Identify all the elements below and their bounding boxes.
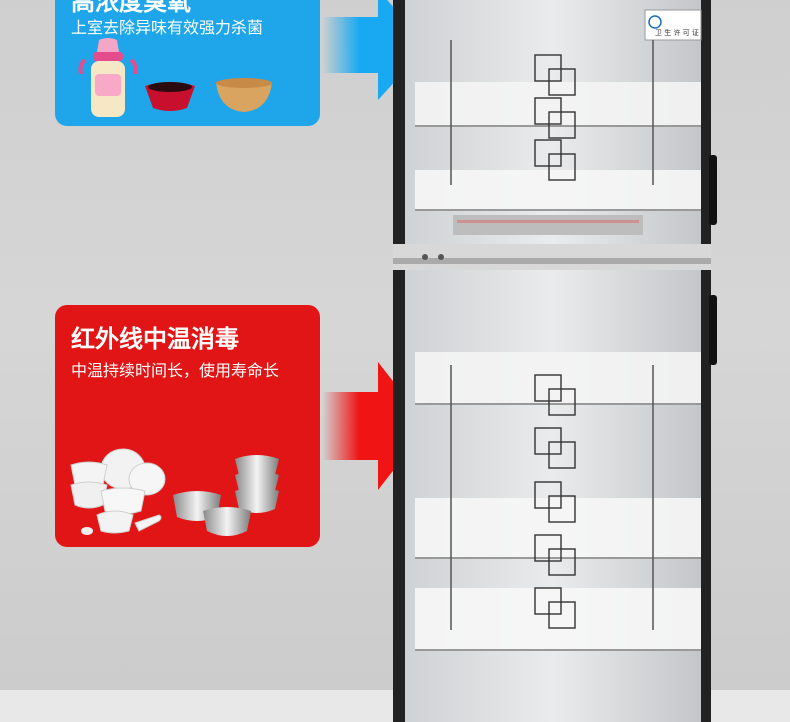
ozone-subtitle: 上室去除异味有效强力杀菌 xyxy=(71,18,264,37)
infrared-title: 红外线中温消毒 xyxy=(71,325,239,353)
steel-bowls-icon xyxy=(173,455,279,536)
red-bowl-icon xyxy=(145,82,195,111)
ozone-title: 高浓度臭氧 xyxy=(71,0,191,16)
upper-rack-2 xyxy=(415,170,701,211)
ceramic-dishes-icon xyxy=(70,448,166,535)
upper-rack-1 xyxy=(415,82,701,127)
infrared-subtitle: 中温持续时间长，使用寿命长 xyxy=(71,361,280,380)
license-label: 卫 生 许 可 证 xyxy=(655,29,699,37)
baby-bottle-icon xyxy=(78,38,138,117)
infrared-feature-panel: 红外线中温消毒 中温持续时间长，使用寿命长 xyxy=(55,305,320,547)
wooden-bowl-icon xyxy=(216,78,272,112)
ozone-feature-panel: 高浓度臭氧 上室去除异味有效强力杀菌 xyxy=(55,0,320,126)
disinfection-cabinet xyxy=(393,0,717,722)
